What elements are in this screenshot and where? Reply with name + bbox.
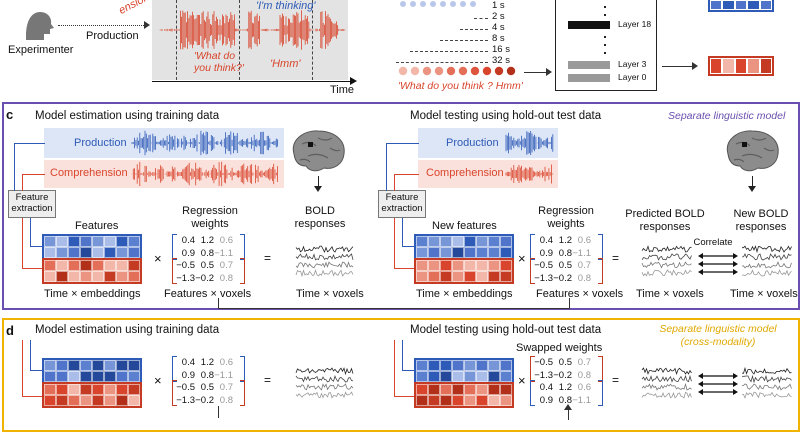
new-bold-label: New BOLD responses: [733, 208, 789, 233]
time-axis: [152, 81, 352, 82]
time-embeddings-label-c-right: Time × embeddings: [416, 288, 513, 300]
panel-c-letter: c: [6, 107, 14, 122]
predicted-bold-label: Predicted BOLD responses: [625, 208, 705, 233]
times-sign-c-right: ×: [518, 251, 526, 266]
regression-weights-label-right: Regression weights: [538, 205, 594, 230]
features-label: Features: [75, 220, 119, 232]
context-32s: 32 s: [492, 55, 510, 66]
regression-weights-label-left: Regression weights: [182, 205, 238, 230]
layer-18-bar: [568, 21, 610, 29]
time-label: Time: [330, 84, 355, 96]
person-head-icon: [26, 12, 54, 40]
experimenter-label: Experimenter: [8, 44, 74, 56]
features-voxels-label-c-left: Features × voxels: [164, 288, 252, 300]
equals-sign-d-left: =: [264, 373, 272, 387]
production-label-left: Production: [74, 137, 127, 149]
top-strip: Experimenter Production ension 'I'm thin…: [0, 0, 800, 100]
what-do-quote: 'What do you think?': [194, 50, 244, 75]
panel-d-test-title: Model testing using hold-out test data: [410, 324, 602, 336]
comprehension-wave-right: [505, 164, 554, 184]
blue-feature-grid-c-left: [42, 234, 142, 260]
red-feature-grid-c-left: [42, 258, 142, 284]
equals-sign-d-right: =: [612, 373, 620, 387]
production-wave-right: [505, 131, 554, 155]
production-arrow: [58, 25, 146, 26]
connector-lines-right: [386, 143, 419, 191]
context-1s: 1 s: [492, 0, 505, 11]
blue-embedding-vector: [708, 0, 774, 12]
bold-traces-c-left: [295, 245, 354, 278]
context-2s: 2 s: [492, 11, 505, 22]
layer-0-bar: [568, 74, 610, 82]
layer-3-label: Layer 3: [618, 59, 647, 69]
thinking-quote: 'I'm thinking': [256, 0, 316, 12]
feature-extraction-right: Feature extraction: [378, 190, 426, 218]
layer-3-bar: [568, 61, 610, 69]
panel-d-train-title: Model estimation using training data: [35, 324, 220, 336]
language-model-box: Layer 18 Layer 3 Layer 0: [555, 0, 657, 91]
panel-c-train-title: Model estimation using training data: [35, 110, 220, 122]
context-dots: [400, 1, 476, 7]
red-embedding-vector: [708, 56, 774, 76]
times-sign-c-left: ×: [154, 251, 162, 266]
comprehension-label-left: Comprehension: [50, 167, 128, 179]
brain-icon-left: [292, 130, 345, 172]
blue-feature-grid-d-right: [414, 358, 514, 384]
context-16s: 16 s: [492, 44, 510, 55]
production-label-right: Production: [446, 137, 499, 149]
red-feature-grid-d-right: [414, 382, 514, 408]
red-feature-grid-d-left: [42, 382, 142, 408]
panel-d-letter: d: [6, 323, 14, 338]
panel-d-model-tag: Separate linguistic model (cross-modalit…: [659, 323, 777, 348]
token-dots: [398, 66, 516, 76]
red-feature-grid-c-right: [414, 258, 514, 284]
comprehension-label-right: Comprehension: [426, 167, 504, 179]
production-label: Production: [86, 30, 139, 42]
context-8s: 8 s: [492, 33, 505, 44]
time-voxels-label-c-far: Time × voxels: [730, 288, 798, 300]
panel-c-frame: [2, 102, 800, 310]
times-sign-d-left: ×: [154, 373, 162, 388]
blue-feature-grid-c-right: [414, 234, 514, 260]
blue-feature-grid-d-left: [42, 358, 142, 384]
hmm-quote: 'Hmm': [270, 58, 301, 70]
predicted-bold-traces: [641, 245, 692, 277]
bold-traces-d-left: [295, 367, 354, 399]
new-bold-traces: [741, 245, 792, 277]
correlate-arrows-d: [698, 373, 738, 395]
new-features-label: New features: [432, 220, 497, 232]
new-bold-traces-d: [741, 366, 792, 400]
connector-lines-left: [14, 143, 45, 191]
swapped-weights-label: Swapped weights: [516, 342, 603, 354]
weights-transfer-line: [218, 298, 570, 309]
context-4s: 4 s: [492, 22, 505, 33]
time-voxels-label-c-left: Time × voxels: [296, 288, 364, 300]
layer-0-label: Layer 0: [618, 72, 647, 82]
correlate-arrows: [698, 253, 738, 275]
correlate-label: Correlate: [693, 237, 733, 248]
time-embeddings-label-c-left: Time × embeddings: [44, 288, 141, 300]
equals-sign-c-left: =: [264, 251, 272, 265]
predicted-bold-traces-d: [641, 367, 692, 399]
layer-18-label: Layer 18: [618, 19, 652, 29]
comprehension-wave-left: [131, 161, 278, 187]
panel-c-test-title: Model testing using hold-out test data: [410, 110, 602, 122]
features-voxels-label-c-right: Features × voxels: [536, 288, 624, 300]
feature-extraction-left: Feature extraction: [8, 190, 56, 218]
times-sign-d-right: ×: [518, 373, 526, 388]
production-wave-left: [131, 130, 278, 156]
bold-responses-label: BOLD responses: [294, 205, 346, 230]
equals-sign-c-right: =: [612, 251, 620, 265]
sentence-quote: 'What do you think ? Hmm': [398, 80, 523, 92]
tension-fragment: ension: [116, 0, 152, 17]
panel-c-model-tag: Separate linguistic model: [668, 110, 786, 122]
time-voxels-label-c-right: Time × voxels: [636, 288, 704, 300]
audio-waveform: [159, 10, 346, 50]
brain-icon-right: [726, 130, 779, 172]
